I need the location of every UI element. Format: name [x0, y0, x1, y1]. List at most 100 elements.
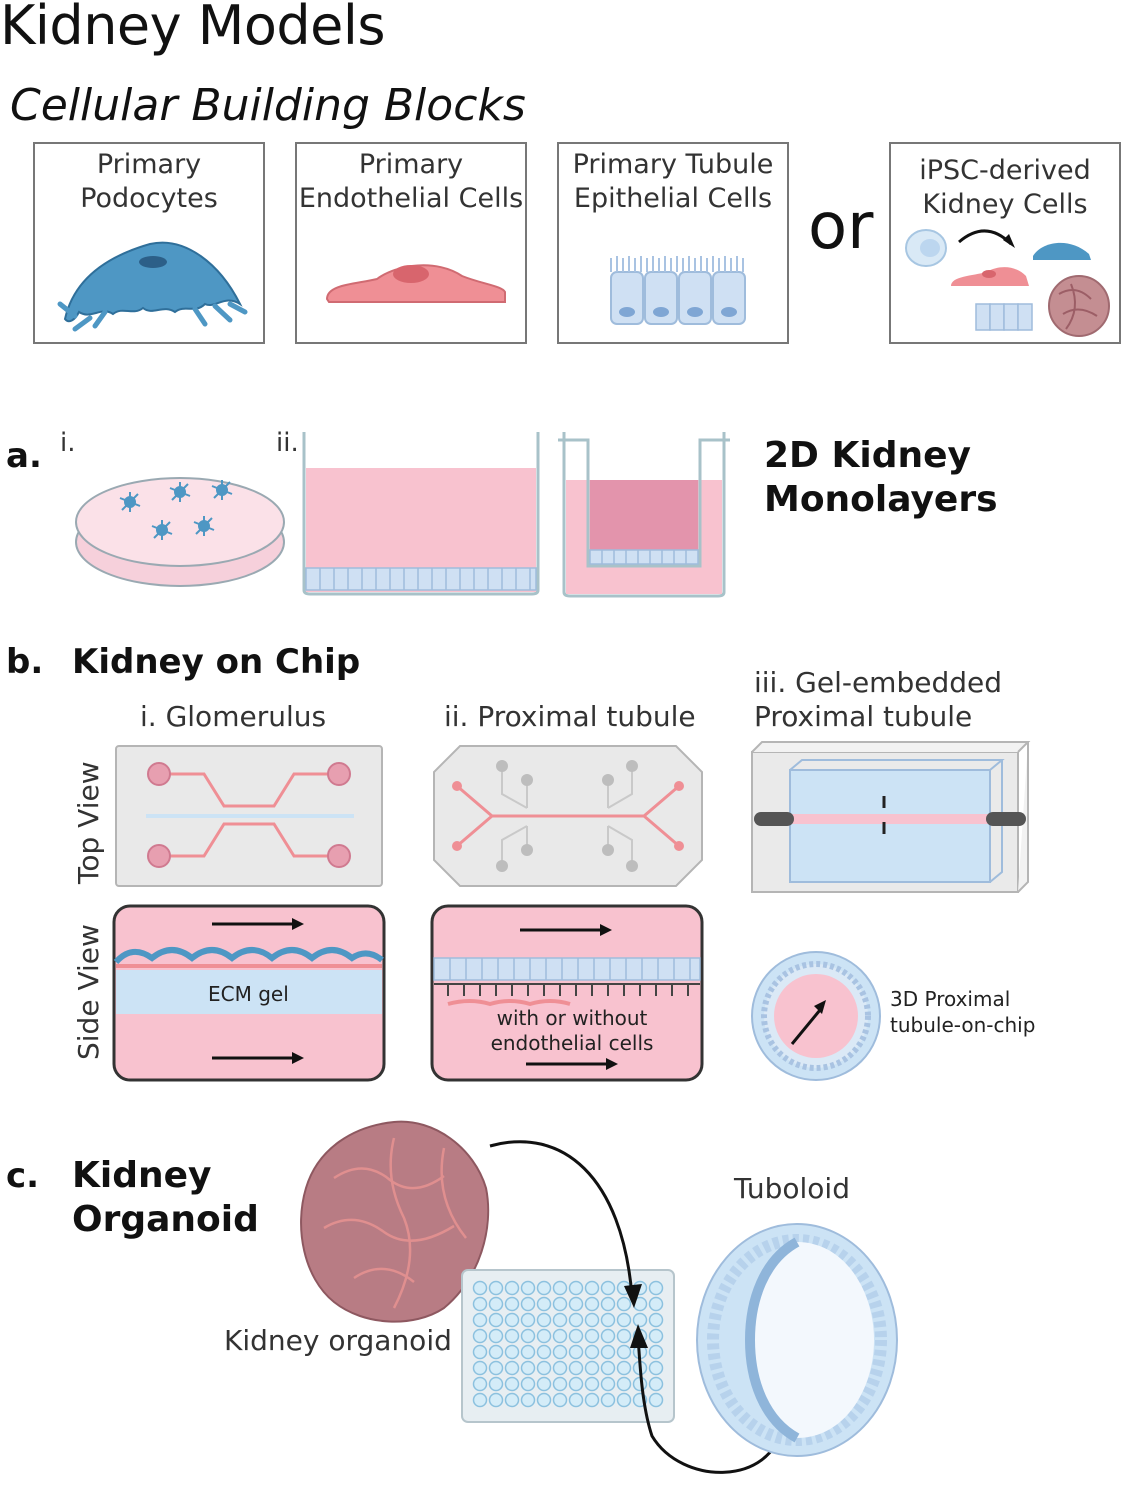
- well: [472, 1344, 488, 1360]
- podocytes-label-line1: Primary: [96, 149, 202, 180]
- well: [536, 1280, 552, 1296]
- endothelial-cell-icon: [325, 264, 506, 303]
- well: [488, 1312, 504, 1328]
- gel-embedded-label-line2: Proximal tubule: [754, 700, 973, 733]
- transwell-icon: [558, 432, 730, 598]
- well: [600, 1360, 616, 1376]
- ipsc-label-line1: iPSC-derived: [919, 155, 1091, 186]
- well: [488, 1344, 504, 1360]
- section-a-i-label: i.: [60, 428, 76, 458]
- glomerulus-label: i. Glomerulus: [140, 700, 327, 733]
- petri-dish-icon: [75, 477, 285, 587]
- well: [520, 1392, 536, 1408]
- epithelial-cells-icon: [610, 256, 746, 325]
- well: [488, 1328, 504, 1344]
- well: [472, 1328, 488, 1344]
- well: [648, 1344, 664, 1360]
- well: [584, 1328, 600, 1344]
- gel-embedded-label-line1: iii. Gel-embedded: [754, 666, 1002, 699]
- well: [616, 1344, 632, 1360]
- tubule-cross-section-icon: [751, 951, 881, 1081]
- well: [520, 1296, 536, 1312]
- well: [600, 1280, 616, 1296]
- well: [648, 1280, 664, 1296]
- well: [552, 1392, 568, 1408]
- ipsc-cells-icon: [905, 229, 1110, 337]
- section-b-letter: b.: [6, 642, 44, 682]
- well: [488, 1360, 504, 1376]
- section-c-heading-line2: Organoid: [72, 1199, 259, 1240]
- section-c-letter: c.: [6, 1156, 40, 1196]
- well: [536, 1296, 552, 1312]
- well: [552, 1280, 568, 1296]
- section-a-heading-line1: 2D Kidney: [764, 435, 971, 476]
- well: [600, 1344, 616, 1360]
- ipsc-label-line2: Kidney Cells: [922, 189, 1088, 220]
- section-a-heading-line2: Monolayers: [764, 479, 998, 520]
- well: [472, 1296, 488, 1312]
- section-c-heading-line1: Kidney: [72, 1155, 212, 1196]
- well: [584, 1312, 600, 1328]
- section-c-heading: Kidney Organoid: [72, 1154, 259, 1242]
- well: [520, 1344, 536, 1360]
- well: [520, 1360, 536, 1376]
- well: [472, 1376, 488, 1392]
- well: [648, 1312, 664, 1328]
- well: [584, 1360, 600, 1376]
- page-subtitle: Cellular Building Blocks: [10, 80, 526, 131]
- tubule-label-line2: Epithelial Cells: [573, 183, 773, 214]
- well: [504, 1280, 520, 1296]
- kidney-organoid-label: Kidney organoid: [224, 1324, 452, 1357]
- well: [568, 1328, 584, 1344]
- proximal-3d-label-line2: tubule-on-chip: [890, 1013, 1036, 1037]
- well: [472, 1312, 488, 1328]
- tubule-label-line1: Primary Tubule: [572, 149, 774, 180]
- podocytes-box: Primary Podocytes: [33, 142, 265, 344]
- well: [504, 1296, 520, 1312]
- ipsc-box: iPSC-derived Kidney Cells: [889, 142, 1121, 344]
- well: [568, 1296, 584, 1312]
- well: [552, 1312, 568, 1328]
- side-view-label: Side View: [72, 924, 105, 1060]
- page-title: Kidney Models: [0, 0, 386, 57]
- well: [584, 1280, 600, 1296]
- well: [600, 1312, 616, 1328]
- proximal-tubule-label: ii. Proximal tubule: [444, 700, 696, 733]
- well: [616, 1312, 632, 1328]
- well: [536, 1392, 552, 1408]
- well: [552, 1360, 568, 1376]
- well: [648, 1376, 664, 1392]
- well: [600, 1296, 616, 1312]
- culture-well-icon: [302, 432, 540, 596]
- well: [520, 1280, 536, 1296]
- endothelial-note-line1: with or without: [496, 1006, 648, 1030]
- section-a-letter: a.: [6, 436, 42, 476]
- well: [600, 1392, 616, 1408]
- well: [616, 1392, 632, 1408]
- well: [600, 1376, 616, 1392]
- well: [472, 1392, 488, 1408]
- well: [520, 1376, 536, 1392]
- well: [536, 1344, 552, 1360]
- well: [488, 1376, 504, 1392]
- well: [472, 1360, 488, 1376]
- well: [584, 1344, 600, 1360]
- proximal-3d-label: 3D Proximal tubule-on-chip: [890, 986, 1035, 1038]
- well: [488, 1392, 504, 1408]
- well: [568, 1376, 584, 1392]
- well: [648, 1392, 664, 1408]
- well: [504, 1312, 520, 1328]
- section-a-ii-label: ii.: [276, 428, 299, 458]
- well: [568, 1344, 584, 1360]
- well: [648, 1328, 664, 1344]
- well: [568, 1280, 584, 1296]
- ecm-gel-label: ECM gel: [208, 982, 289, 1006]
- well: [616, 1360, 632, 1376]
- well: [616, 1296, 632, 1312]
- well: [536, 1376, 552, 1392]
- well: [504, 1392, 520, 1408]
- proximal-chip-top-view: [433, 745, 703, 887]
- well: [632, 1312, 648, 1328]
- tuboloid-icon: [696, 1223, 898, 1457]
- proximal-3d-label-line1: 3D Proximal: [890, 987, 1011, 1011]
